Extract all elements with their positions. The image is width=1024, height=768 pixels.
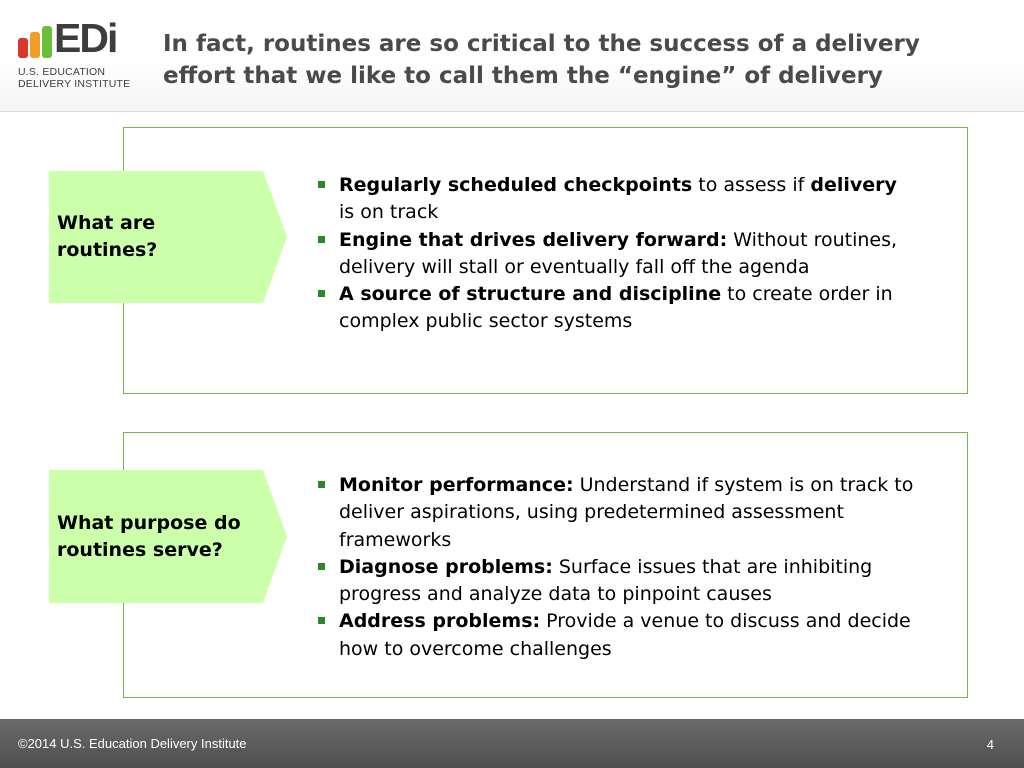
bullet-bold-text: delivery (810, 174, 897, 196)
logo-org-line1: U.S. EDUCATION (18, 66, 106, 78)
logo-bar-red (18, 38, 28, 58)
slide-header: EDi U.S. EDUCATION DELIVERY INSTITUTE In… (0, 0, 1024, 112)
logo-bar-orange (30, 32, 40, 58)
bullet-bold-text: Address problems: (339, 610, 541, 633)
bullet-text: to assess if (692, 174, 811, 196)
bullet-text: Provide a venue to discuss and decide ho… (339, 610, 911, 660)
bullet-square-icon (318, 481, 325, 488)
bullet-text: to create order in complex public sector… (339, 283, 893, 333)
chevron-label: What are routines? (57, 212, 158, 261)
bullet-square-icon (318, 562, 325, 570)
chevron-what-purpose: What purpose do routines serve? (49, 470, 287, 603)
bullet-text: Understand if system is on track to deli… (339, 474, 914, 551)
logo-org-line2: DELIVERY INSTITUTE (18, 78, 131, 90)
page-number: 4 (986, 737, 994, 752)
bullet-square-icon (318, 617, 325, 625)
bullet-bold-text: Monitor performance: (339, 474, 574, 496)
routines-definition-list: Regularly scheduled checkpoints to asses… (316, 172, 916, 336)
bullet-text: Without routines, delivery will stall or… (339, 228, 898, 278)
bullet-text: Surface issues that are inhibiting progr… (339, 555, 873, 606)
bullet-square-icon (318, 235, 325, 243)
list-item: Monitor performance: Understand if syste… (316, 472, 916, 554)
logo-bar-green (42, 26, 52, 58)
bullet-bold-text: A source of structure and discipline (339, 283, 722, 306)
chevron-label: What purpose do routines serve? (57, 511, 241, 561)
list-item: Engine that drives delivery forward: Wit… (316, 227, 916, 282)
list-item: Diagnose problems: Surface issues that a… (316, 554, 916, 609)
bullet-text: is on track (339, 201, 439, 224)
list-item: Regularly scheduled checkpoints to asses… (316, 172, 916, 227)
bullet-square-icon (318, 290, 325, 298)
bullet-bold-text: Regularly scheduled checkpoints (339, 174, 693, 196)
list-item: A source of structure and discipline to … (316, 281, 916, 336)
bullet-square-icon (318, 181, 325, 188)
slide-footer: ©2014 U.S. Education Delivery Institute … (0, 719, 1024, 768)
copyright-text: ©2014 U.S. Education Delivery Institute (18, 736, 247, 751)
list-item: Address problems: Provide a venue to dis… (316, 608, 916, 663)
slide-title: In fact, routines are so critical to the… (163, 31, 920, 89)
logo-mark: EDi (54, 15, 118, 61)
routines-purpose-list: Monitor performance: Understand if syste… (316, 472, 916, 663)
edi-logo: EDi U.S. EDUCATION DELIVERY INSTITUTE (16, 18, 131, 90)
chevron-what-are-routines: What are routines? (49, 171, 287, 303)
bullet-bold-text: Diagnose problems: (339, 555, 553, 578)
bullet-bold-text: Engine that drives delivery forward: (339, 228, 728, 251)
